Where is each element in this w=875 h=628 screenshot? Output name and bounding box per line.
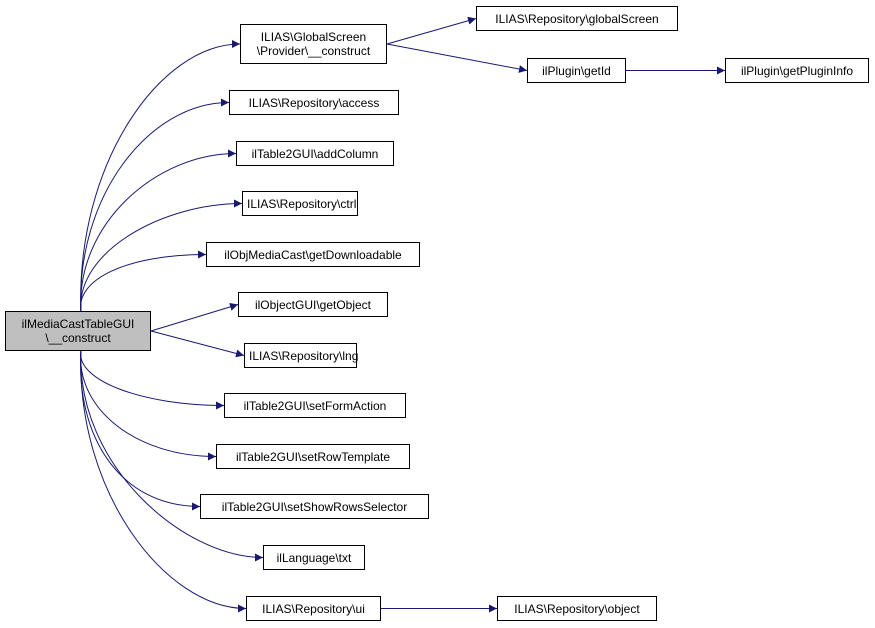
node-label-line: ilTable2GUI\setFormAction bbox=[243, 398, 387, 413]
node-global-screen[interactable]: ILIAS\Repository\globalScreen bbox=[476, 6, 678, 31]
node-get-downloadable[interactable]: ilObjMediaCast\getDownloadable bbox=[206, 242, 420, 267]
node-label-line: ilMediaCastTableGUI bbox=[21, 317, 135, 331]
node-label-line: ilTable2GUI\addColumn bbox=[251, 146, 379, 161]
node-get-plugin-info[interactable]: ilPlugin\getPluginInfo bbox=[725, 58, 869, 83]
node-label-line: ilObjMediaCast\getDownloadable bbox=[224, 247, 402, 262]
node-label-line: ilTable2GUI\setShowRowsSelector bbox=[221, 499, 408, 514]
node-provider-construct[interactable]: ILIAS\GlobalScreen \Provider\__construct bbox=[240, 24, 387, 64]
node-label-line: ilPlugin\getId bbox=[542, 63, 611, 78]
node-label-line: ILIAS\Repository\globalScreen bbox=[495, 11, 659, 26]
edge-root-to-set_row_template bbox=[80, 350, 217, 461]
node-label-line: ILIAS\Repository\ui bbox=[262, 601, 365, 616]
edge-root-to-set_form_action bbox=[80, 350, 225, 410]
edge-root-to-set_show_rows_selector bbox=[80, 350, 201, 511]
edge-provider_construct-to-get_id bbox=[386, 43, 528, 73]
node-ctrl[interactable]: ILIAS\Repository\ctrl bbox=[242, 191, 358, 216]
node-label-line: ILIAS\Repository\access bbox=[248, 95, 380, 110]
node-label-line: ILIAS\Repository\object bbox=[514, 601, 640, 616]
node-add-column[interactable]: ilTable2GUI\addColumn bbox=[236, 141, 394, 166]
node-label-line: ilPlugin\getPluginInfo bbox=[740, 63, 854, 78]
node-get-object[interactable]: ilObjectGUI\getObject bbox=[238, 292, 388, 317]
node-set-show-rows-selector[interactable]: ilTable2GUI\setShowRowsSelector bbox=[200, 494, 429, 519]
edge-root-to-access bbox=[80, 98, 230, 312]
edge-provider_construct-to-global_screen bbox=[386, 16, 477, 45]
node-label-line: \Provider\__construct bbox=[256, 44, 371, 58]
node-label-line: ilLanguage\txt bbox=[276, 550, 352, 565]
node-label-line: ilObjectGUI\getObject bbox=[254, 297, 372, 312]
node-access[interactable]: ILIAS\Repository\access bbox=[229, 90, 399, 115]
node-label-line: ILIAS\Repository\ctrl bbox=[247, 196, 357, 211]
node-label-line: ILIAS\GlobalScreen bbox=[260, 30, 367, 44]
node-object[interactable]: ILIAS\Repository\object bbox=[497, 596, 657, 621]
node-set-row-template[interactable]: ilTable2GUI\setRowTemplate bbox=[216, 444, 410, 469]
node-get-id[interactable]: ilPlugin\getId bbox=[527, 58, 626, 83]
edge-root-to-txt bbox=[80, 350, 264, 562]
node-root-construct: ilMediaCastTableGUI \__construct bbox=[5, 311, 151, 351]
edge-root-to-get_downloadable bbox=[80, 250, 207, 312]
edge-root-to-provider_construct bbox=[80, 40, 241, 312]
node-txt[interactable]: ilLanguage\txt bbox=[263, 545, 365, 570]
edge-root-to-ctrl bbox=[80, 199, 243, 312]
node-label-line: \__construct bbox=[45, 331, 111, 345]
edge-root-to-lng bbox=[150, 330, 245, 358]
node-label-line: ilTable2GUI\setRowTemplate bbox=[235, 449, 391, 464]
node-set-form-action[interactable]: ilTable2GUI\setFormAction bbox=[224, 393, 406, 418]
edge-root-to-add_column bbox=[80, 149, 237, 312]
node-lng[interactable]: ILIAS\Repository\lng bbox=[244, 343, 359, 368]
node-label-line: ILIAS\Repository\lng bbox=[249, 348, 359, 363]
edge-root-to-get_object bbox=[150, 303, 239, 332]
edge-root-to-ui bbox=[80, 350, 247, 613]
node-ui[interactable]: ILIAS\Repository\ui bbox=[246, 596, 381, 621]
